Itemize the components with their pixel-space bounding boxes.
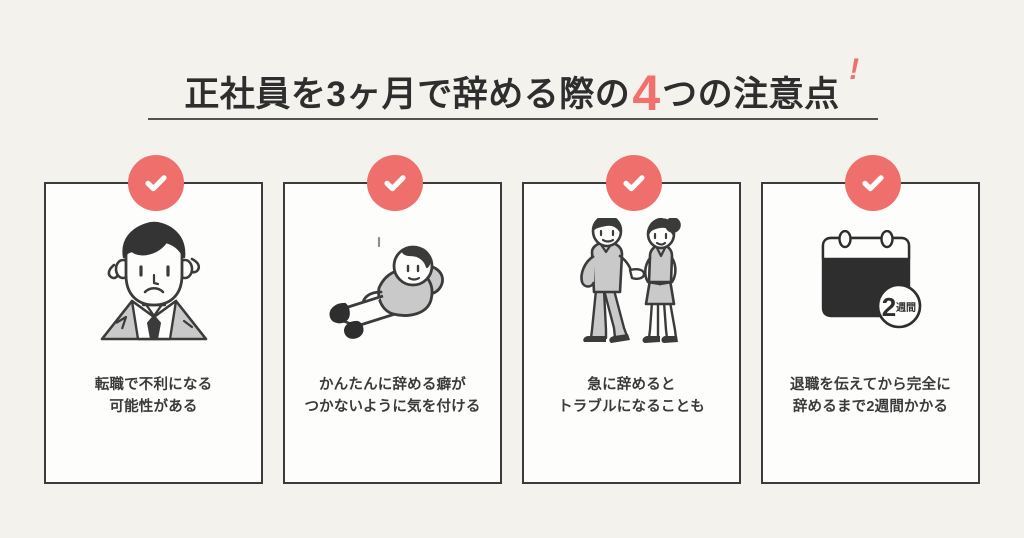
caption-line: 可能性がある (109, 399, 198, 416)
title-divider (148, 118, 878, 120)
calendar-badge-unit: 週間 (896, 301, 916, 314)
caption-line: かんたんに辞める癖が (318, 377, 466, 393)
check-icon (845, 155, 901, 211)
title-highlight-number: 4 (632, 65, 661, 122)
title-text-after-number: つの注意点 (662, 75, 840, 115)
caption-line: 退職を伝えてから完全に (790, 377, 951, 393)
lounging-person-illustration (285, 184, 500, 374)
calendar-badge-number: 2 (881, 292, 895, 322)
check-icon (606, 155, 662, 211)
card-caption: 退職を伝えてから完全に 辞めるまで2週間かかる (780, 374, 961, 419)
check-icon (367, 155, 423, 211)
caption-line: トラブルになることも (558, 399, 705, 416)
two-people-arguing-illustration (524, 184, 739, 374)
card-list: 転職で不利になる 可能性がある (44, 155, 980, 484)
caption-line: つかないように気を付ける (304, 399, 481, 416)
page-title: 正社員を3ヶ月で辞める際の4つの注意点! (184, 55, 859, 119)
check-icon (128, 155, 184, 211)
card-caption: かんたんに辞める癖が つかないように気を付ける (294, 374, 490, 419)
card-item[interactable]: 2 週間 退職を伝えてから完全に 辞めるまで2週間かかる (761, 155, 980, 484)
caption-line: 転職で不利になる (94, 377, 213, 393)
card-caption: 急に辞めると トラブルになることも (548, 374, 715, 419)
card-caption: 転職で不利になる 可能性がある (85, 374, 223, 419)
caption-line: 急に辞めると (587, 377, 676, 393)
card-item[interactable]: 急に辞めると トラブルになることも (522, 155, 741, 484)
card-item[interactable]: 転職で不利になる 可能性がある (44, 155, 263, 484)
worried-businessman-illustration (46, 184, 261, 374)
header: 正社員を3ヶ月で辞める際の4つの注意点! (0, 48, 1024, 140)
card-item[interactable]: かんたんに辞める癖が つかないように気を付ける (283, 155, 502, 484)
caption-line: 辞めるまで2週間かかる (792, 399, 949, 416)
calendar-two-weeks-illustration: 2 週間 (763, 184, 978, 374)
title-text-before-number: 正社員を3ヶ月で辞める際の (184, 75, 631, 115)
title-exclamation-mark: ! (849, 53, 860, 87)
